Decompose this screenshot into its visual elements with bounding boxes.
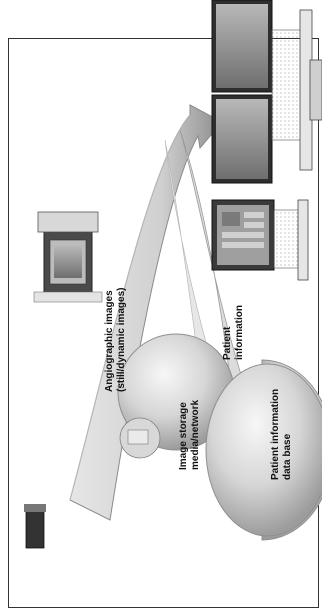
angiography-monitors — [212, 0, 322, 183]
label-angiographic-images: Angiographic images (still/dynamic image… — [104, 288, 128, 392]
patient-info-monitor — [212, 200, 308, 280]
label-patient-database: Patient information data base — [270, 389, 294, 480]
angiography-workstation — [34, 212, 102, 302]
label-patient-information: Patient information — [222, 305, 246, 360]
label-image-storage: Image storage media/network — [178, 400, 202, 470]
storage-media-device — [24, 504, 46, 548]
